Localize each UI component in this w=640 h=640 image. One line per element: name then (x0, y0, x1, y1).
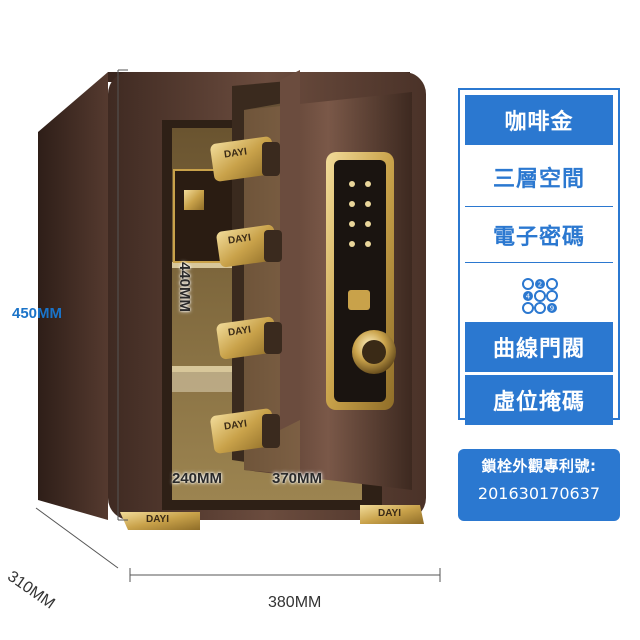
feature-divider (465, 262, 613, 263)
feature-curved-latch: 曲線門閥 (465, 322, 613, 372)
bolt-2 (216, 224, 282, 268)
bolt-3 (216, 316, 282, 360)
brand-stamp-foot-right: DAYI (378, 508, 401, 519)
feature-coffee-gold: 咖啡金 (465, 95, 613, 145)
inner-width-dimension: 240MM (172, 470, 223, 487)
feature-virtual-code: 虛位掩碼 (465, 375, 613, 425)
width-dimension: 380MM (268, 594, 322, 611)
inner-depth-dimension: 370MM (272, 470, 323, 487)
patent-label: 鎖栓外觀專利號: (481, 457, 597, 475)
keypad-digit: 2 (538, 281, 542, 289)
feature-panel: 咖啡金 三層空間 電子密碼 2 4 9 曲線門閥 虛位掩碼 (458, 88, 620, 425)
keypad-icon: 2 4 9 (522, 278, 558, 314)
height-dimension: 450MM (12, 305, 63, 322)
depth-line (35, 507, 119, 569)
feature-electronic-password: 電子密碼 (465, 210, 613, 260)
brand-stamp-foot-left: DAYI (146, 514, 169, 525)
patent-number: 201630170637 (477, 484, 601, 503)
feature-three-layers: 三層空間 (465, 152, 613, 202)
keypad-digit: 9 (550, 305, 554, 313)
bolt-4 (210, 408, 280, 454)
patent-box: 鎖栓外觀專利號: 201630170637 (458, 449, 620, 521)
inner-height-dimension: 440MM (176, 262, 193, 313)
keypad-digit: 4 (526, 293, 531, 301)
bolt-1 (210, 136, 280, 182)
feature-divider (465, 206, 613, 207)
